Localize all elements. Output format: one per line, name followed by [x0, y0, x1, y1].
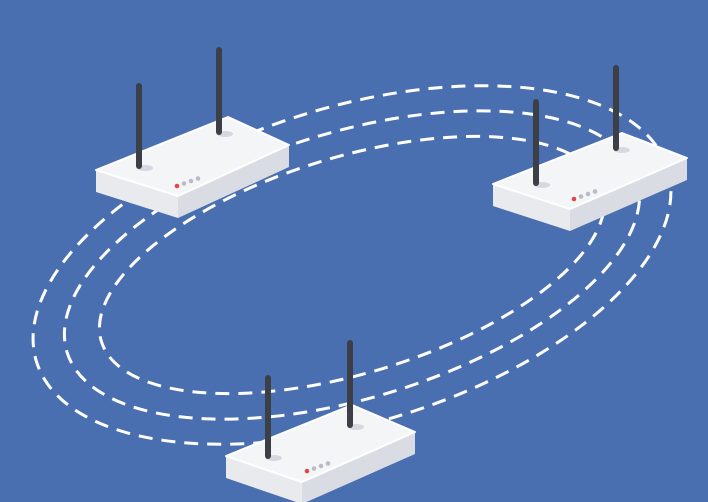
router-right-side — [178, 145, 289, 218]
router-2 — [492, 65, 688, 231]
status-led — [188, 178, 194, 184]
status-led — [592, 189, 598, 194]
router-front-side — [226, 456, 302, 502]
status-led-active — [571, 196, 577, 202]
router-3 — [225, 340, 416, 502]
status-led — [318, 463, 324, 469]
router-right-side — [302, 432, 415, 502]
status-led — [325, 461, 331, 466]
router-1 — [95, 47, 290, 218]
status-led-active — [304, 468, 310, 474]
router-top — [95, 116, 290, 197]
status-led — [195, 176, 201, 181]
status-led — [181, 181, 187, 186]
status-led — [578, 194, 584, 199]
status-led-active — [174, 183, 180, 189]
router-front-side — [493, 184, 570, 231]
router-front-side — [96, 170, 178, 218]
status-led — [585, 191, 591, 197]
router-top — [225, 404, 416, 483]
router-right-side — [570, 158, 687, 231]
status-led — [311, 466, 317, 471]
router-top — [492, 132, 688, 210]
